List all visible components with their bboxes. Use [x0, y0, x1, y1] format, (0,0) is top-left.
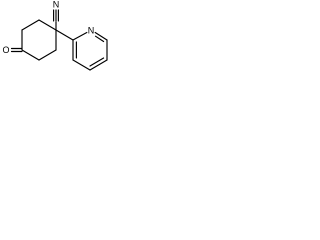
ring-bond-c1-c2 [38, 19, 57, 31]
pyridine-bond-c5-c4 [89, 59, 108, 71]
pyridine-bond-n1-c6 [94, 31, 108, 41]
ring-bond-c4-c5 [21, 49, 40, 61]
cyclohexanone-ring [21, 19, 57, 61]
ketone-oxygen-label: O [2, 45, 9, 55]
ring-bond-c2-c3 [21, 19, 40, 31]
pyridine-double-bond-c6-n1 [94, 35, 105, 43]
ring-bond-c5-c6 [38, 49, 57, 61]
pyridine-double-bond-c5-c4 [89, 57, 105, 67]
pyridine-nitrogen-label: N [88, 25, 95, 35]
pyridine-bond-c4-c3 [72, 59, 91, 71]
molecule-drawing: O N N [2, 0, 108, 71]
nitrile-nitrogen-label: N [53, 0, 60, 9]
pyridine-bond-c2-n1 [72, 31, 88, 41]
pyridine-ring: N [72, 25, 108, 71]
structure-diagram: O N N [0, 0, 118, 80]
ketone-group: O [2, 45, 23, 55]
nitrile-group: N [53, 0, 60, 31]
ring-to-pyridine-bond [55, 29, 74, 41]
